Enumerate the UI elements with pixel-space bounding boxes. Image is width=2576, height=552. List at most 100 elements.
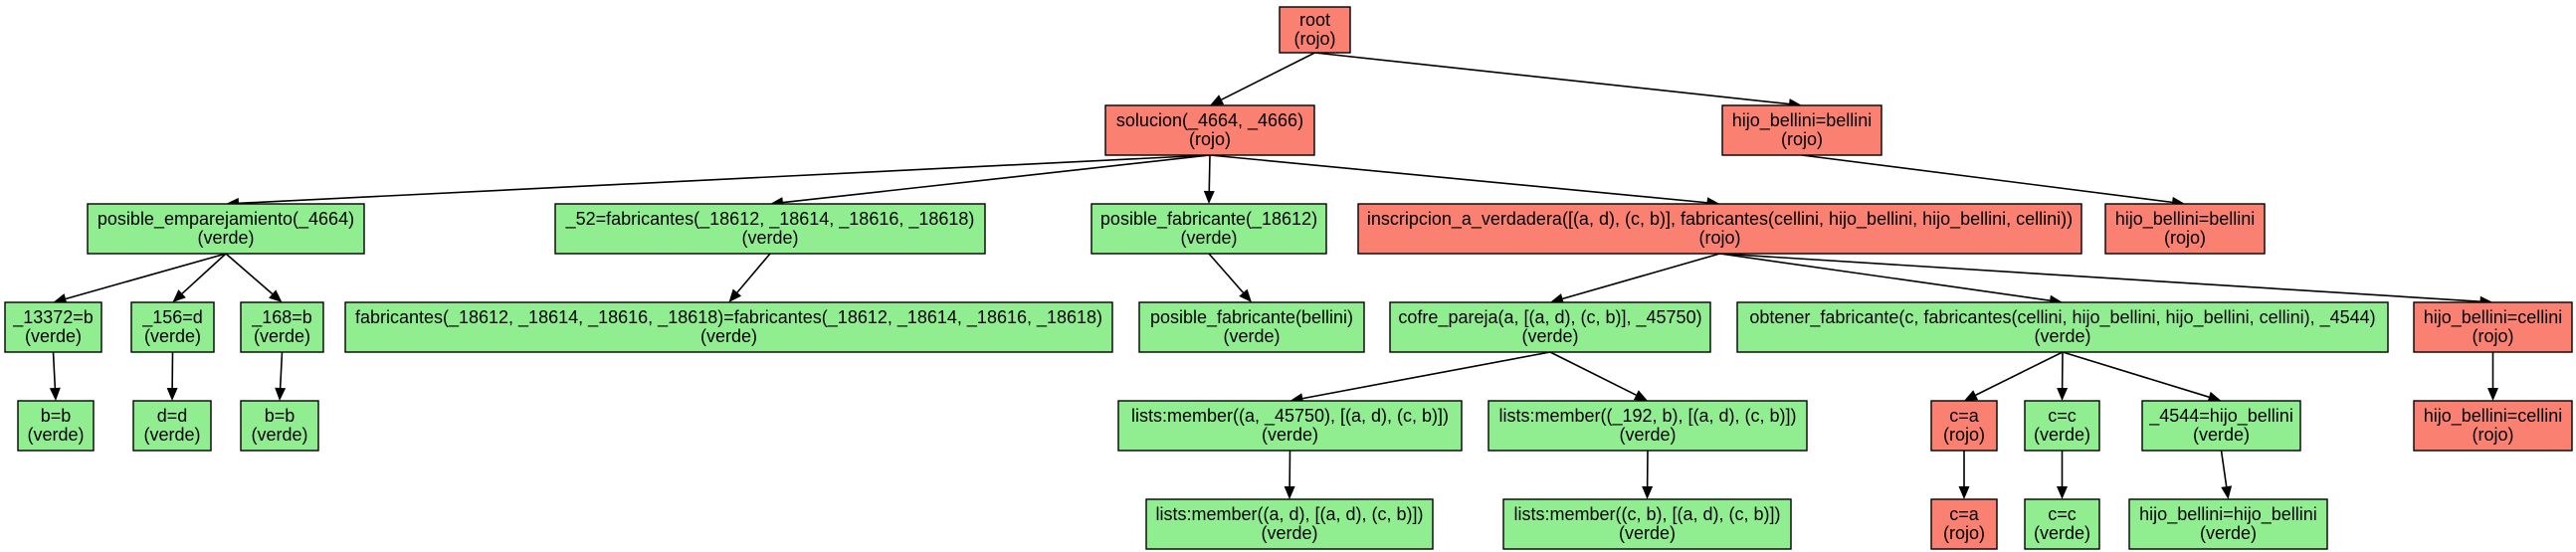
edge-line [52, 351, 57, 389]
arrowhead-icon [1239, 288, 1252, 302]
edge-inscripcion-to-cofre [1550, 253, 1720, 304]
node-label: root [1299, 10, 1330, 30]
node-status: (verde) [741, 228, 798, 248]
node-bb1: b=b(verde) [17, 400, 95, 452]
node-box [2413, 301, 2573, 353]
node-label: solucion(_4664, _4666) [1116, 110, 1303, 131]
edge-cofre-to-member1 [1289, 351, 1551, 405]
node-box [87, 203, 365, 255]
arrowhead-icon [2057, 387, 2069, 401]
node-status: (rojo) [1943, 523, 1985, 543]
edge-fabricantes_52-to-fab_eq [728, 253, 771, 302]
node-n13372: _13372=b(verde) [4, 301, 102, 353]
edge-n168-to-bb2 [275, 351, 287, 401]
node-box [1930, 498, 1998, 550]
arrowhead-icon [166, 387, 178, 401]
node-label: d=d [157, 406, 188, 426]
node-label: _13372=b [12, 307, 94, 328]
node-box [2104, 203, 2266, 255]
edge-line [782, 154, 1211, 204]
node-status: (rojo) [1943, 425, 1985, 445]
node-box [240, 301, 324, 353]
node-status: (rojo) [1698, 228, 1740, 248]
node-box [132, 400, 212, 452]
edge-line [1719, 253, 2480, 302]
node-status: (verde) [197, 228, 254, 248]
edge-line [279, 351, 284, 389]
node-status: (verde) [2034, 523, 2090, 543]
node-box [130, 301, 215, 353]
arrowhead-icon [2207, 391, 2222, 403]
node-cofre: cofre_pareja(a, [(a, d), (c, b)], _45750… [1389, 301, 1711, 353]
arrowhead-icon [1203, 190, 1215, 204]
node-box [2413, 400, 2573, 452]
arrowhead-icon [1210, 94, 1225, 105]
node-posible_emp: posible_emparejamiento(_4664)(verde) [87, 203, 365, 255]
node-status: (verde) [144, 326, 201, 346]
node-status: (verde) [2034, 326, 2090, 346]
node-label: b=b [265, 406, 296, 426]
node-cc1: c=c(verde) [2024, 400, 2100, 452]
node-label: _52=fabricantes(_18612, _18614, _18616, … [565, 209, 975, 230]
edge-line [181, 253, 227, 294]
node-box [1138, 301, 1365, 353]
edge-n13372-to-bb1 [49, 351, 61, 401]
node-status: (verde) [25, 326, 82, 346]
node-fabricantes_52: _52=fabricantes(_18612, _18614, _18616, … [554, 203, 986, 255]
edge-solucion-to-posible_fab [1203, 154, 1215, 204]
node-status: (rojo) [2164, 228, 2206, 248]
node-status: (rojo) [1293, 29, 1335, 49]
node-label: b=b [41, 406, 72, 426]
node-box [240, 400, 319, 452]
node-label: cofre_pareja(a, [(a, d), (c, b)], _45750… [1398, 307, 1701, 328]
node-label: _4544=hijo_bellini [2148, 406, 2293, 427]
node-n4544: _4544=hijo_bellini(verde) [2141, 400, 2301, 452]
arrowhead-icon [269, 289, 283, 302]
node-inscripcion: inscripcion_a_verdadera([(a, d), (c, b)]… [1357, 203, 2082, 255]
node-label: lists:member((a, _45750), [(a, d), (c, b… [1131, 406, 1449, 427]
edge-posible_emp-to-n156 [172, 253, 227, 302]
edge-ca1-to-ca2 [1958, 451, 1970, 499]
edge-line [225, 253, 274, 295]
arrowhead-icon [728, 288, 742, 302]
node-status: (verde) [143, 425, 200, 445]
node-label: _168=b [251, 307, 312, 328]
node-label: lists:member((_192, b), [(a, d), (c, b)]… [1498, 406, 1796, 427]
node-label: hijo_bellini=bellini [1732, 110, 1873, 131]
edge-posible_emp-to-n168 [225, 253, 283, 302]
edge-line [238, 154, 1211, 205]
node-cc2: c=c(verde) [2024, 498, 2100, 550]
node-box [1721, 104, 1882, 156]
edge-hijo_bellini_top-to-hijo_bellini_r [1801, 154, 2185, 208]
node-status: (verde) [700, 326, 757, 346]
node-box [1145, 498, 1434, 550]
edge-inscripcion-to-obtener [1719, 253, 2063, 306]
node-label: lists:member((c, b), [(a, d), (c, b)]) [1513, 504, 1780, 524]
node-box [1930, 400, 1998, 452]
node-member2b: lists:member((c, b), [(a, d), (c, b)])(v… [1502, 498, 1792, 550]
node-status: (verde) [1262, 425, 1318, 445]
edge-obtener-to-cc1 [2057, 351, 2069, 401]
edge-hijo_cellini-to-hijo_cellini2 [2487, 352, 2498, 401]
edge-solucion-to-fabricantes_52 [770, 154, 1211, 209]
node-status: (verde) [1261, 523, 1317, 543]
node-bb2: b=b(verde) [240, 400, 319, 452]
nodes-layer: root(rojo)solucion(_4664, _4666)(rojo)hi… [4, 6, 2573, 550]
arrowhead-icon [1550, 293, 1565, 304]
edge-cofre-to-member2 [1549, 351, 1648, 401]
node-box [1090, 203, 1327, 255]
arrowhead-icon [1958, 486, 1970, 499]
arrowhead-icon [172, 289, 186, 302]
node-label: obtener_fabricante(c, fabricantes(cellin… [1749, 307, 2375, 328]
edge-line [1221, 52, 1315, 100]
node-box [4, 301, 102, 353]
edge-line [1208, 253, 1245, 293]
node-box [2128, 498, 2328, 550]
edge-line [2220, 450, 2228, 487]
edge-line [736, 253, 771, 293]
edge-line [2062, 351, 2210, 398]
edge-line [1549, 351, 1637, 396]
node-box [1279, 6, 1351, 54]
node-fab_eq: fabricantes(_18612, _18614, _18616, _186… [344, 301, 1113, 353]
